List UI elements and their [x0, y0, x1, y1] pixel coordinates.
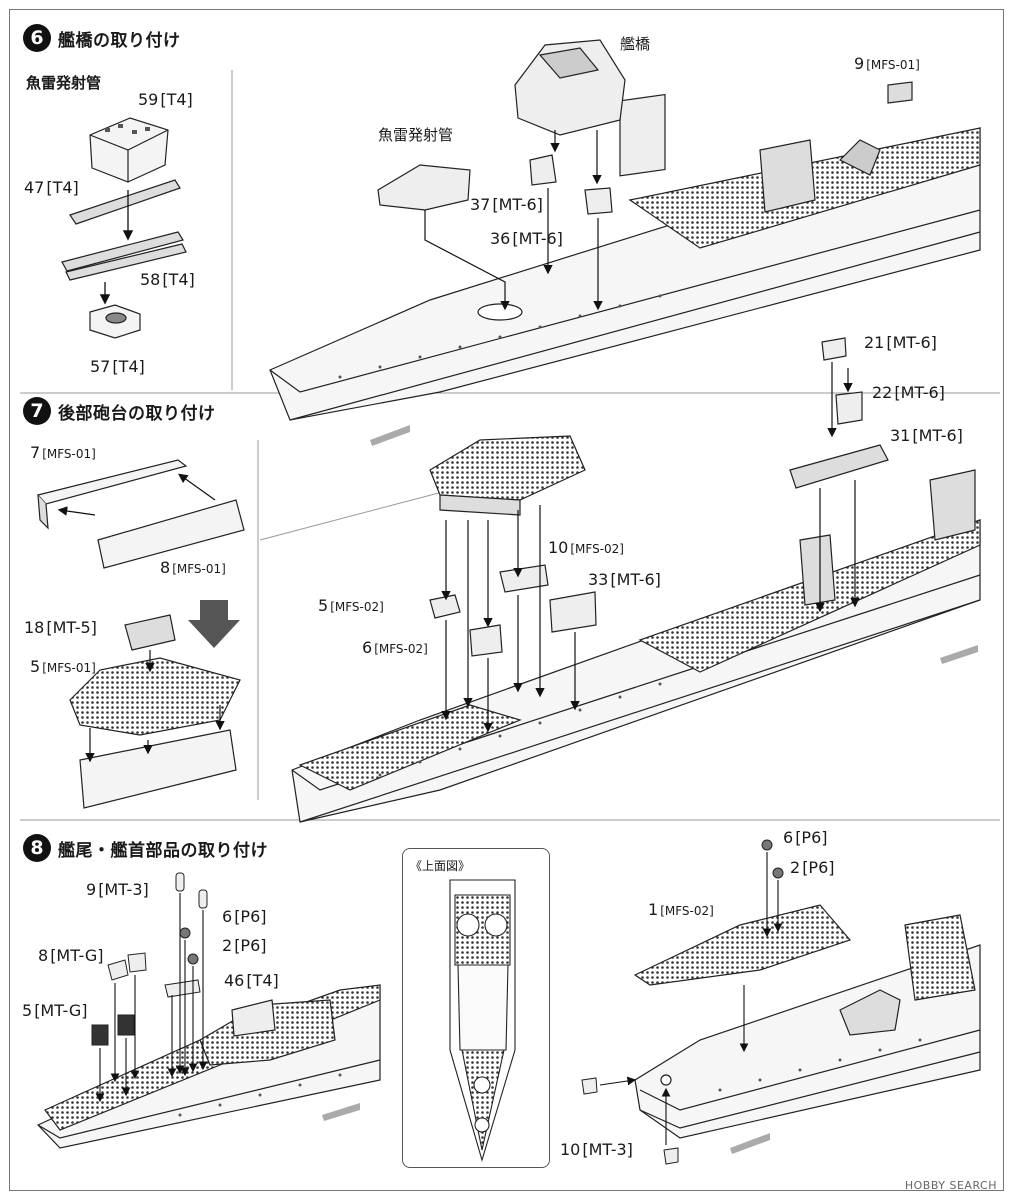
part-label: 5[MT-G] — [22, 1001, 88, 1020]
arrows-8-right — [599, 852, 783, 1145]
arrows-6 — [424, 130, 603, 311]
bridge-label: 艦橋 — [620, 35, 651, 53]
part-label: 10[MT-3] — [560, 1140, 633, 1159]
part-label: 8[MT-G] — [38, 946, 104, 965]
bow-parts — [581, 839, 784, 1165]
part-label: 36[MT-6] — [490, 229, 563, 248]
step-6-heading: 6 艦橋の取り付け — [23, 24, 181, 52]
page-frame — [9, 9, 1004, 1191]
part-label: 22[MT-6] — [872, 383, 945, 402]
part-label: 7[MFS-01] — [30, 443, 96, 462]
part-label: 21[MT-6] — [864, 333, 937, 352]
top-view-panel — [402, 848, 550, 1168]
part-label: 9[MT-3] — [86, 880, 149, 899]
part-label: 9[MFS-01] — [854, 54, 920, 73]
part-label: 47[T4] — [24, 178, 79, 197]
part-label: 6[P6] — [783, 828, 828, 847]
part-label: 37[MT-6] — [470, 195, 543, 214]
part-label: 8[MFS-01] — [160, 558, 226, 577]
part-label: 6[P6] — [222, 907, 267, 926]
torpedo-subassembly-title: 魚雷発射管 — [26, 74, 102, 92]
step-8-heading: 8 艦尾・艦首部品の取り付け — [23, 834, 268, 862]
arrows-7-right — [441, 362, 860, 733]
hull-8-stern — [36, 984, 381, 1149]
part-label: 10[MFS-02] — [548, 538, 624, 557]
hull-8-bow — [633, 904, 981, 1139]
stern-parts — [91, 872, 208, 1046]
top-view-title: 《上面図》 — [410, 859, 471, 873]
step-6-title: 艦橋の取り付け — [58, 30, 181, 51]
part-label: 33[MT-6] — [588, 570, 661, 589]
step-6-number: 6 — [23, 24, 51, 52]
section-dividers — [20, 70, 1000, 821]
part-label: 18[MT-5] — [24, 618, 97, 637]
part-label: 58[T4] — [140, 270, 195, 289]
part-label: 31[MT-6] — [890, 426, 963, 445]
step-7-title: 後部砲台の取り付け — [58, 403, 216, 424]
part-label: 6[MFS-02] — [362, 638, 428, 657]
torpedo-arrows — [99, 190, 134, 305]
part-label: 59[T4] — [138, 90, 193, 109]
rear-platform-subassembly — [36, 459, 245, 809]
hull-7 — [291, 337, 981, 823]
part-label: 2[P6] — [790, 858, 835, 877]
top-view-hull — [449, 879, 516, 1162]
bridge-6 — [377, 39, 913, 215]
direction-arrow-8-left — [322, 1103, 360, 1121]
step-7-number: 7 — [23, 397, 51, 425]
watermark: HOBBY SEARCH — [904, 1179, 997, 1192]
arrows-7-left — [57, 473, 225, 763]
arrows-8-left — [95, 893, 208, 1103]
hull-6 — [269, 93, 981, 421]
torpedo-launcher-label: 魚雷発射管 — [378, 126, 454, 144]
direction-arrow-7 — [940, 645, 978, 664]
step-7-heading: 7 後部砲台の取り付け — [23, 397, 216, 425]
step-8-title: 艦尾・艦首部品の取り付け — [58, 840, 268, 861]
part-label: 57[T4] — [90, 357, 145, 376]
step-8-number: 8 — [23, 834, 51, 862]
torpedo-subassembly — [61, 117, 187, 339]
part-label: 2[P6] — [222, 936, 267, 955]
part-label: 5[MFS-02] — [318, 596, 384, 615]
part-label: 46[T4] — [224, 971, 279, 990]
part-label: 5[MFS-01] — [30, 657, 96, 676]
part-label: 1[MFS-02] — [648, 900, 714, 919]
direction-arrow-6 — [370, 425, 410, 446]
direction-arrow-8-right — [730, 1133, 770, 1154]
